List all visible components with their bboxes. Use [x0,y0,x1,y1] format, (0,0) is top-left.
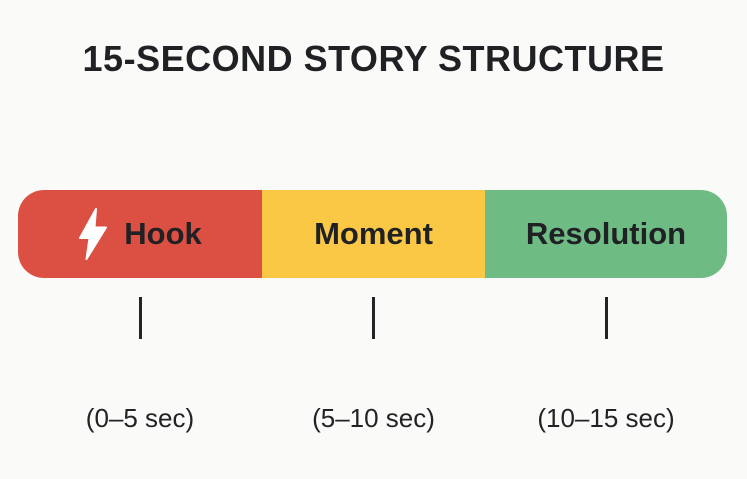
tick-column-moment [262,297,485,339]
tick-column-resolution [485,297,727,339]
tick-moment [372,297,375,339]
segment-label-moment: Moment [314,216,433,251]
tick-resolution [604,297,608,339]
tick-hook [138,297,142,339]
tick-marks [18,297,727,339]
time-label-moment: (5–10 sec) [312,403,435,433]
page-title: 15-SECOND STORY STRUCTURE [82,38,665,79]
time-label-hook: (0–5 sec) [85,403,195,433]
lightning-bolt-icon [78,208,108,260]
time-column-resolution: (10–15 sec) [485,403,727,434]
segment-label-resolution: Resolution [525,216,687,251]
segment-moment: Moment [262,190,485,278]
tick-column-hook [18,297,262,339]
segment-resolution: Resolution [485,190,727,278]
segment-label-hook: Hook [124,216,202,251]
timeline-bar: Hook Moment Resolution [18,190,727,278]
time-labels: (0–5 sec) (5–10 sec) (10–15 sec) [18,403,727,434]
time-column-hook: (0–5 sec) [18,403,262,434]
segment-hook: Hook [18,190,262,278]
time-label-resolution: (10–15 sec) [537,403,675,433]
time-column-moment: (5–10 sec) [262,403,485,434]
